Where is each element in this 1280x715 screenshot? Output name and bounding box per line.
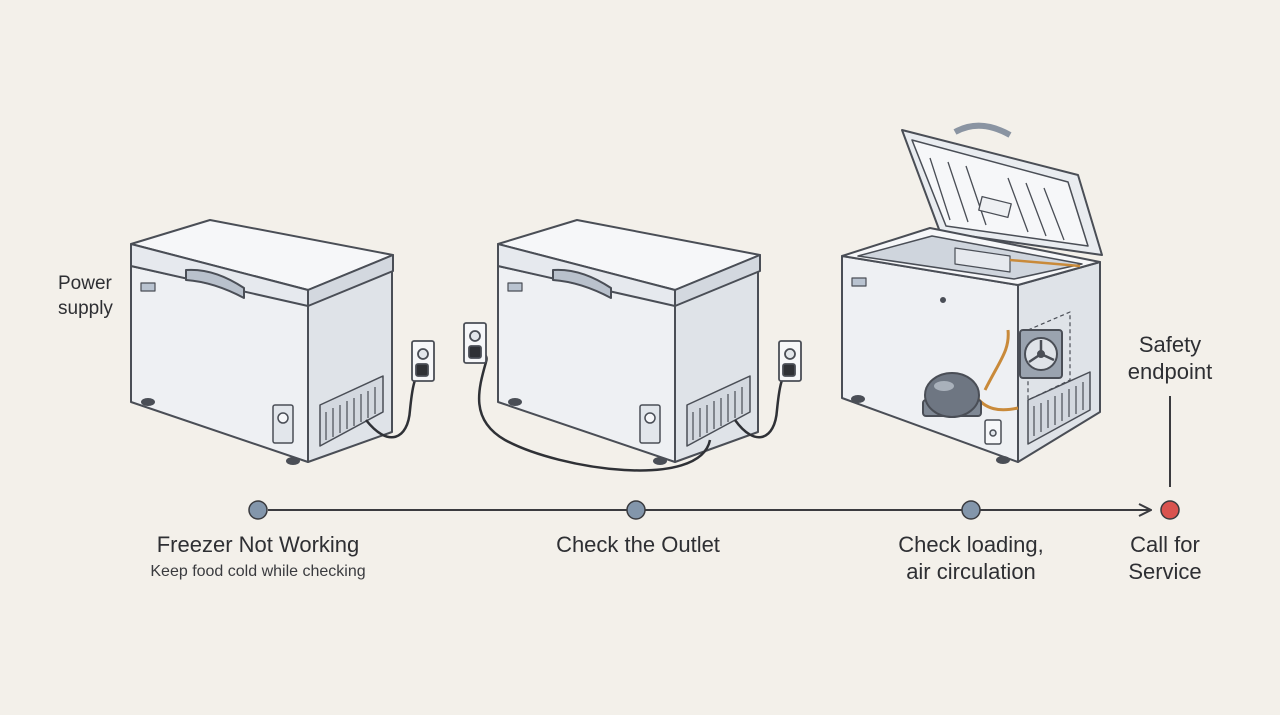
- power-outlet-icon: [411, 340, 435, 382]
- step-title: Check loading,: [898, 532, 1044, 557]
- flow-timeline: [248, 396, 1180, 520]
- power-supply-note: Power supply: [58, 272, 113, 321]
- step-node: [961, 500, 981, 520]
- service-node: [1160, 500, 1180, 520]
- step-subtitle: Keep food cold while checking: [150, 563, 366, 581]
- step-node: [626, 500, 646, 520]
- freezer-closed-icon: [130, 219, 422, 465]
- safety-note-line: Safety: [1138, 332, 1202, 357]
- step-title: Call for: [1130, 532, 1200, 557]
- power-outlet-icon: [463, 322, 487, 364]
- step-title: Service: [1128, 558, 1202, 584]
- safety-endpoint-note: Safety endpoint: [1110, 332, 1230, 386]
- fan-icon: [1019, 329, 1063, 379]
- step-title: Check the Outlet: [556, 532, 720, 557]
- safety-note-line: endpoint: [1127, 358, 1213, 384]
- step-label: Call for Service: [1110, 532, 1220, 586]
- step-title: air circulation: [906, 558, 1036, 584]
- step-label: Freezer Not Working Keep food cold while…: [108, 532, 408, 582]
- power-note-line: Power: [58, 273, 112, 294]
- step-label: Check loading, air circulation: [861, 532, 1081, 586]
- power-note-line: supply: [58, 297, 113, 319]
- freezer-plugged-icon: [477, 219, 789, 472]
- step-title: Freezer Not Working: [156, 532, 360, 557]
- step-node: [248, 500, 268, 520]
- power-outlet-icon: [984, 419, 1002, 445]
- power-outlet-icon: [778, 340, 802, 382]
- compressor-icon: [922, 372, 982, 418]
- step-label: Check the Outlet: [488, 532, 788, 558]
